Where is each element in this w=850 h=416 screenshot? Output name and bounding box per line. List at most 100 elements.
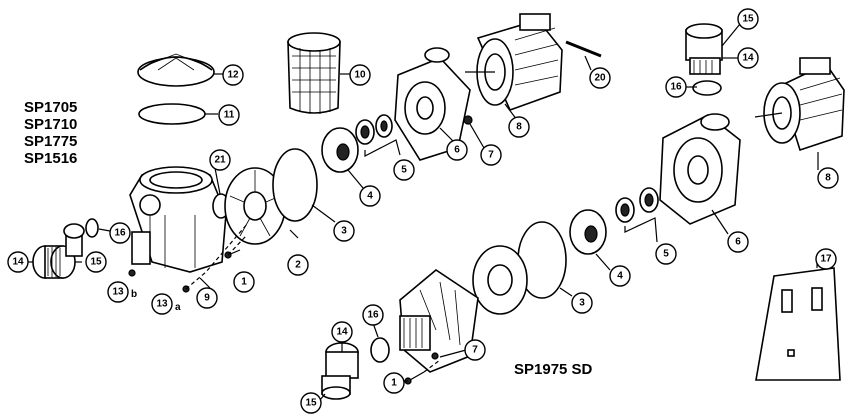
tie-rod-part xyxy=(565,40,602,58)
model-label-bottom: SP1975 SD xyxy=(514,361,593,378)
svg-text:1: 1 xyxy=(241,277,247,288)
model-number: SP1710 xyxy=(24,116,78,133)
union-o-ring-part xyxy=(85,218,99,238)
seal-housing-part xyxy=(659,113,741,225)
union-fitting-part xyxy=(685,23,723,75)
union-nut-part xyxy=(32,245,76,279)
svg-text:16: 16 xyxy=(670,82,682,93)
callout-8: 8 xyxy=(508,116,530,138)
svg-text:4: 4 xyxy=(367,191,373,202)
callout-9: 9 xyxy=(196,287,218,309)
callout-3: 3 xyxy=(333,220,355,242)
strainer-basket-part xyxy=(287,32,341,114)
motor-part xyxy=(465,13,563,112)
svg-text:11: 11 xyxy=(224,110,235,121)
callout-5: 5 xyxy=(393,159,415,181)
callout-16: 16 xyxy=(665,76,687,98)
svg-text:7: 7 xyxy=(472,345,478,356)
cover-o-ring-part xyxy=(138,103,206,125)
svg-text:15: 15 xyxy=(305,398,317,409)
callout-12: 12 xyxy=(222,64,244,86)
pump-housing-part xyxy=(129,166,227,273)
svg-text:6: 6 xyxy=(454,145,460,156)
callout-20: 20 xyxy=(589,67,611,89)
svg-text:15: 15 xyxy=(742,14,754,25)
callout-15: 15 xyxy=(85,251,107,273)
svg-text:7: 7 xyxy=(488,150,494,161)
callout-7: 7 xyxy=(480,144,502,166)
svg-text:12: 12 xyxy=(227,70,239,81)
svg-text:17: 17 xyxy=(820,254,832,265)
svg-text:14: 14 xyxy=(336,327,348,338)
svg-text:21: 21 xyxy=(214,155,226,166)
svg-text:5: 5 xyxy=(663,249,669,260)
svg-text:20: 20 xyxy=(594,73,606,84)
svg-text:1: 1 xyxy=(391,378,397,389)
callout-11: 11 xyxy=(218,104,240,126)
motor-part xyxy=(754,57,845,152)
callout-4: 4 xyxy=(359,185,381,207)
strainer-cover-part xyxy=(137,53,215,87)
svg-text:15: 15 xyxy=(90,257,102,268)
sub-label-b: b xyxy=(131,289,137,300)
callout-14: 14 xyxy=(737,47,759,69)
union-o-ring-part xyxy=(692,80,722,96)
callout-15: 15 xyxy=(737,8,759,30)
svg-text:6: 6 xyxy=(735,237,741,248)
diffuser-part xyxy=(569,209,607,255)
callout-16: 16 xyxy=(109,222,131,244)
model-number: SP1775 xyxy=(24,133,78,150)
seal-plate-part xyxy=(224,167,286,245)
callout-4: 4 xyxy=(609,265,631,287)
drain-plug-part xyxy=(431,352,439,360)
pump-housing-part xyxy=(399,269,479,373)
model-list-top: SP1705 SP1710 SP1775 SP1516 xyxy=(24,99,77,167)
drain-plug-part xyxy=(463,115,473,125)
callout-1: 1 xyxy=(383,372,405,394)
terminal-plate-part xyxy=(755,267,841,381)
svg-text:2: 2 xyxy=(295,260,301,271)
callout-13a: 13 xyxy=(151,293,173,315)
screw-part xyxy=(404,371,425,385)
screw-part xyxy=(224,249,241,259)
svg-text:9: 9 xyxy=(204,293,210,304)
callout-8: 8 xyxy=(817,167,839,189)
svg-text:8: 8 xyxy=(516,122,522,133)
callout-2: 2 xyxy=(287,254,309,276)
seal-plate-part xyxy=(472,245,528,315)
housing-o-ring-part xyxy=(272,148,318,222)
union-tail-part xyxy=(321,375,351,400)
callout-3: 3 xyxy=(571,292,593,314)
svg-text:8: 8 xyxy=(825,173,831,184)
svg-text:4: 4 xyxy=(617,271,623,282)
callout-6: 6 xyxy=(446,139,468,161)
seal-housing-part xyxy=(394,47,471,161)
callout-7: 7 xyxy=(464,339,486,361)
svg-text:13: 13 xyxy=(112,287,124,298)
diffuser-part xyxy=(321,127,359,173)
leader-lines xyxy=(28,23,819,401)
callout-14: 14 xyxy=(331,321,353,343)
union-o-ring-part xyxy=(370,337,390,363)
callout-13b: 13 xyxy=(107,281,129,303)
screw-part xyxy=(128,269,136,277)
callout-17: 17 xyxy=(815,248,837,270)
sub-label-a: a xyxy=(175,302,181,313)
impeller-part xyxy=(355,114,393,145)
model-number: SP1516 xyxy=(24,150,78,167)
model-number: SP1705 xyxy=(24,99,78,116)
callout-5: 5 xyxy=(655,243,677,265)
svg-text:3: 3 xyxy=(341,226,347,237)
callout-6: 6 xyxy=(727,231,749,253)
svg-text:10: 10 xyxy=(354,70,366,81)
svg-text:16: 16 xyxy=(114,228,126,239)
svg-text:16: 16 xyxy=(367,310,379,321)
impeller-part xyxy=(615,187,659,223)
svg-text:13: 13 xyxy=(156,299,168,310)
callout-1: 1 xyxy=(233,271,255,293)
union-tail-part xyxy=(63,223,85,257)
svg-text:3: 3 xyxy=(579,298,585,309)
callout-10: 10 xyxy=(349,64,371,86)
